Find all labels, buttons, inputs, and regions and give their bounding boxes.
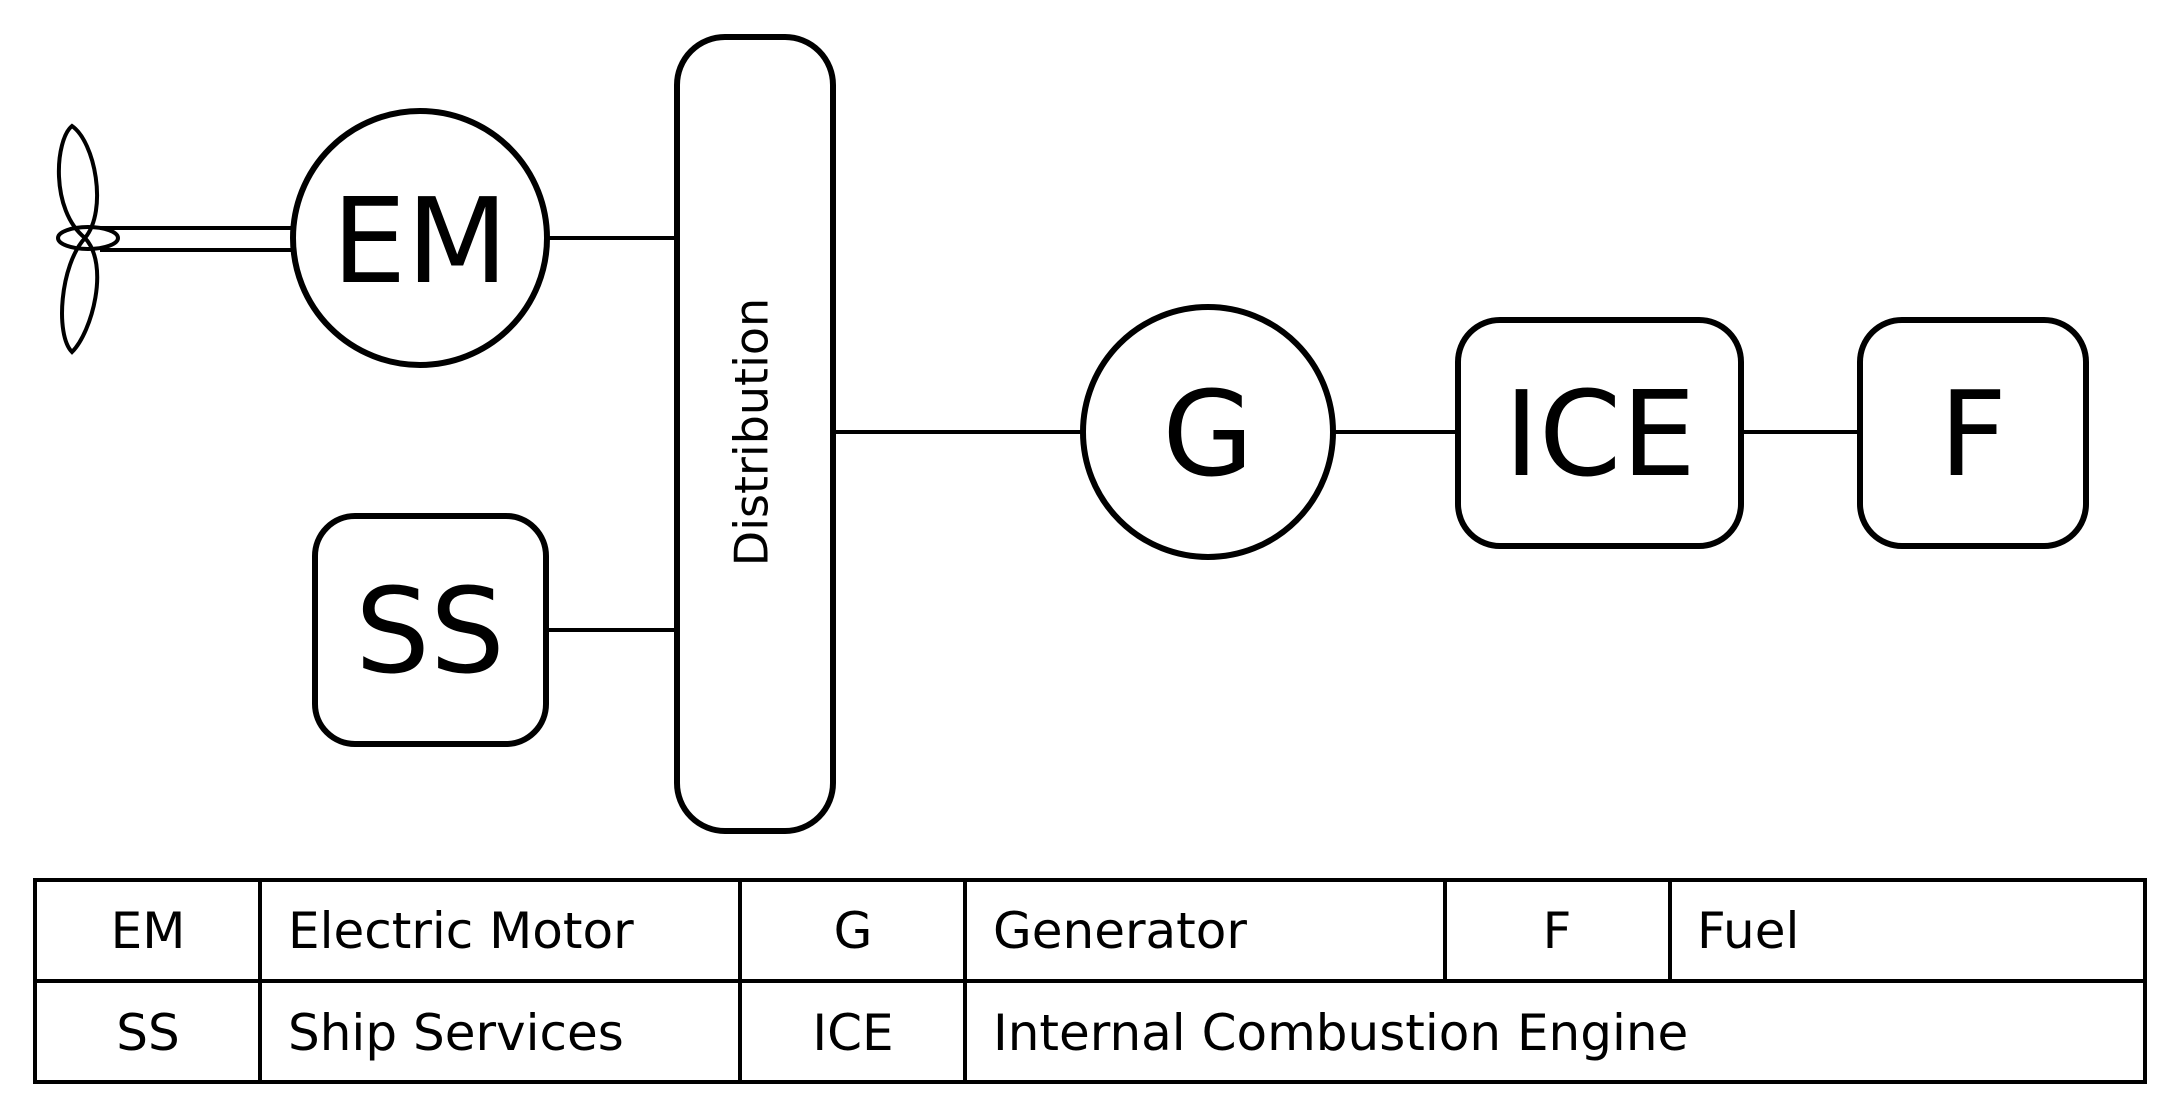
node-ss-label: SS xyxy=(355,562,505,700)
legend-name-electric-motor: Electric Motor xyxy=(288,902,634,960)
node-em-label: EM xyxy=(332,172,508,310)
legend-abbr-f: F xyxy=(1543,902,1572,960)
node-g-label: G xyxy=(1162,365,1253,503)
legend-abbr-ss: SS xyxy=(116,1004,179,1062)
legend-name-ship-services: Ship Services xyxy=(288,1004,624,1062)
node-distribution: Distribution xyxy=(674,34,836,834)
legend-name-fuel: Fuel xyxy=(1697,902,1799,960)
legend-name-internal-combustion-engine: Internal Combustion Engine xyxy=(993,1004,1688,1062)
node-em: EM xyxy=(290,108,550,368)
node-ss: SS xyxy=(312,513,549,747)
node-ice-label: ICE xyxy=(1504,365,1696,503)
legend-abbr-em: EM xyxy=(111,902,186,960)
legend-abbr-ice: ICE xyxy=(812,1004,893,1062)
node-distribution-label: Distribution xyxy=(725,298,779,566)
node-g: G xyxy=(1080,304,1336,560)
node-ice: ICE xyxy=(1455,317,1744,549)
legend-name-generator: Generator xyxy=(993,902,1247,960)
legend-abbr-g: G xyxy=(834,902,873,960)
legend-table: EM Electric Motor G Generator F Fuel SS … xyxy=(33,878,2147,1084)
propeller-icon xyxy=(56,123,292,355)
node-f-label: F xyxy=(1939,365,2007,503)
node-f: F xyxy=(1857,317,2089,549)
